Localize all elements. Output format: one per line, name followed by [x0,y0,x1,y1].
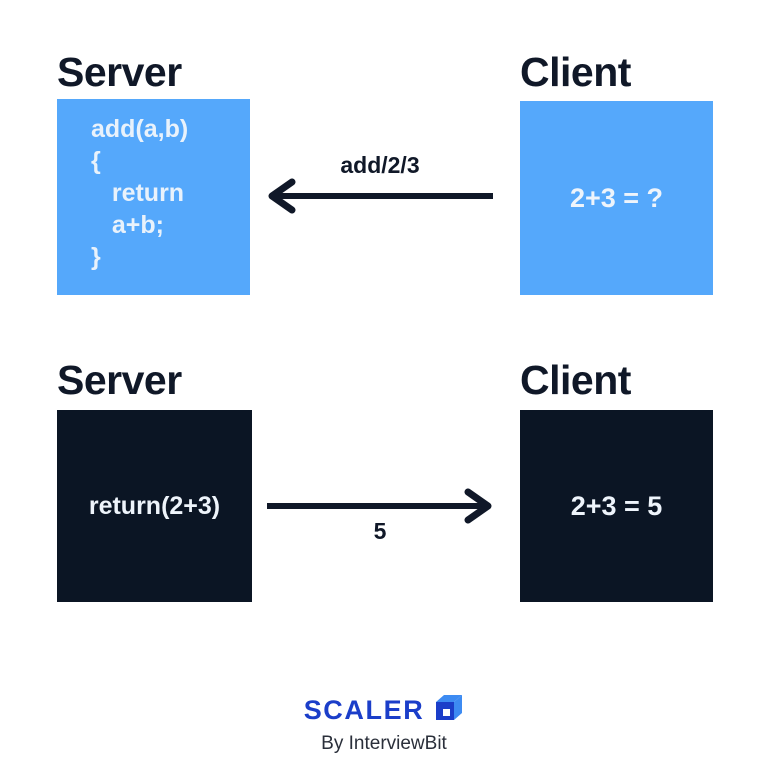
response-arrow-right-icon [266,488,494,529]
server-title-request: Server [57,49,182,95]
client-title-request: Client [520,49,631,95]
client-response-expression: 2+3 = 5 [570,490,663,521]
server-response-expression: return(2+3) [88,491,221,520]
server-box-request: add(a,b) { return a+b; } [57,99,250,295]
scaler-wordmark: SCALER [303,695,425,725]
client-title-response: Client [520,357,631,403]
server-title-response: Server [57,357,182,403]
client-request-expression: 2+3 = ? [569,182,664,213]
request-arrow-label: add/2/3 [340,152,420,178]
response-arrow-label: 5 [373,518,387,544]
server-box-response: return(2+3) [57,410,252,602]
cube-icon [434,694,464,727]
brand-subtitle: By InterviewBit [321,733,447,754]
server-code-snippet: add(a,b) { return a+b; } [91,115,189,271]
brand-footer: SCALER By InterviewBit [0,694,768,753]
brand-row: SCALER [0,694,768,727]
request-arrow-left-icon [266,178,494,219]
client-box-response: 2+3 = 5 [520,410,713,602]
client-box-request: 2+3 = ? [520,101,713,295]
